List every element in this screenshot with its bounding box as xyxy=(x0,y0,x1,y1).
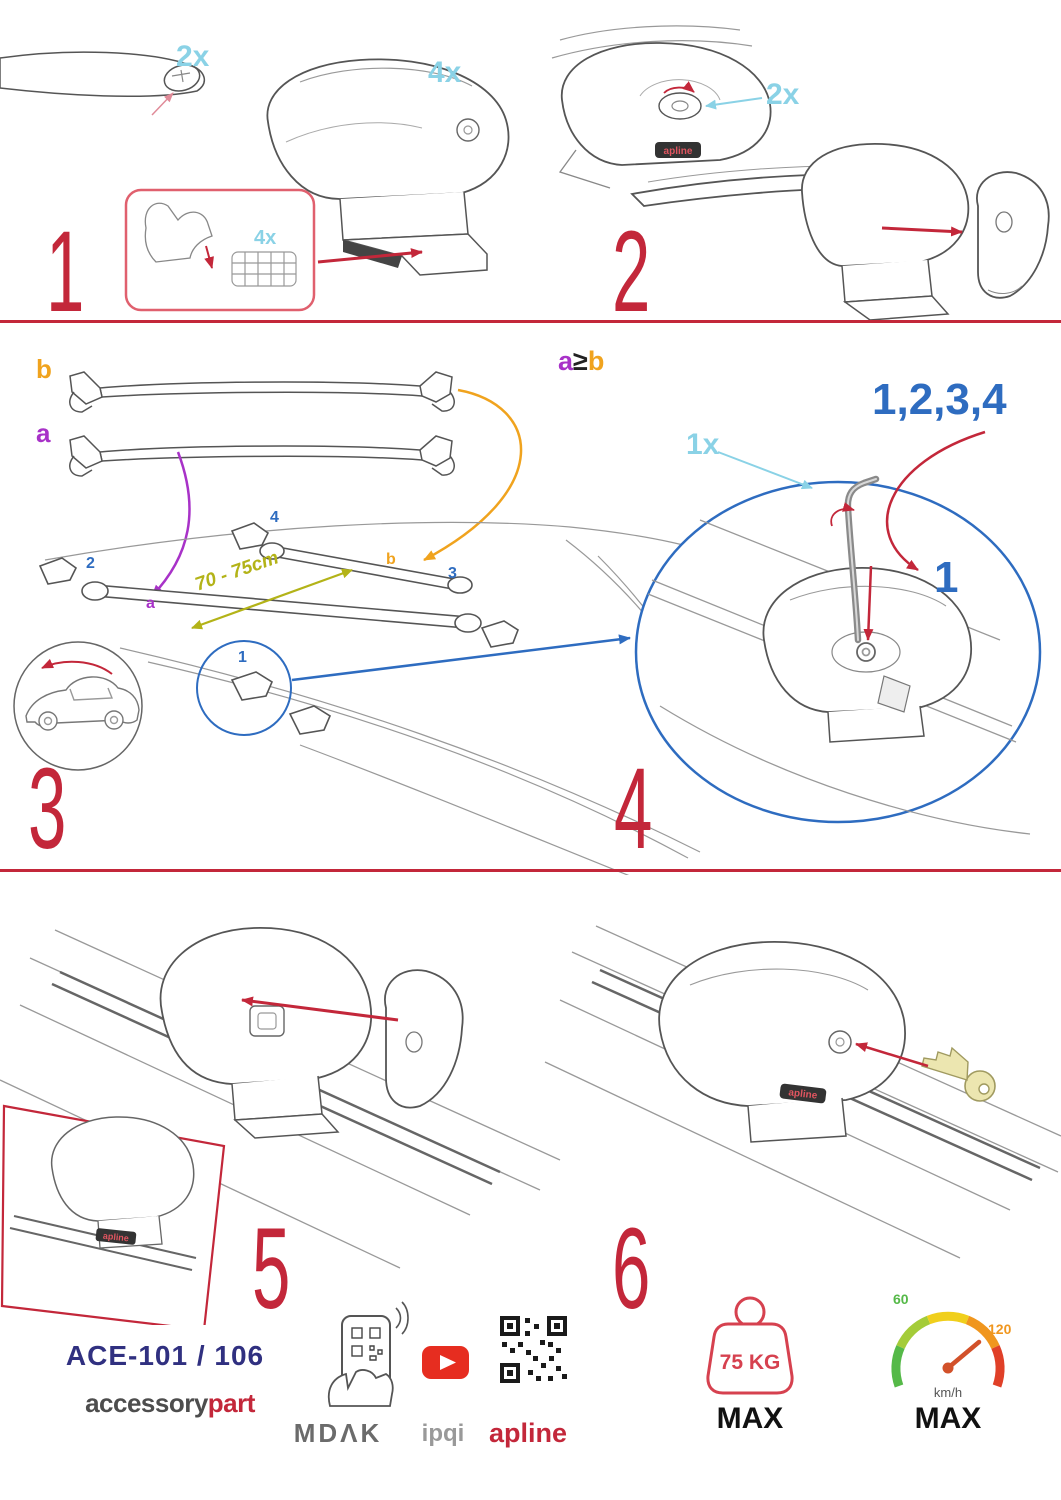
first-foot-number: 1 xyxy=(934,553,959,602)
car-direction-inset xyxy=(13,641,143,771)
tool-qty: 1x xyxy=(686,428,720,461)
key-illustration xyxy=(921,1046,996,1102)
steps-1-2-illustrations: apline xyxy=(0,25,1050,321)
step5-number: 5 xyxy=(252,1205,291,1333)
speed-60-label: 60 xyxy=(893,1291,909,1307)
brand-part: part xyxy=(207,1388,256,1418)
step1-number: 1 xyxy=(46,208,85,336)
max-speed-label: MAX xyxy=(914,1402,982,1435)
step3-to-step4-arrow xyxy=(291,634,631,682)
speed-unit: km/h xyxy=(933,1385,963,1400)
max-weight-icon xyxy=(706,1296,794,1395)
brand-accessory: accessory xyxy=(85,1388,208,1418)
step3-focus-circle xyxy=(196,640,292,736)
step1-bar-qty: 2x xyxy=(176,40,210,73)
distance-arrow xyxy=(191,568,353,630)
rubber-pad-illustration xyxy=(231,251,297,287)
foot3-label: 3 xyxy=(448,565,457,582)
rule-operator: ≥ xyxy=(573,346,588,376)
step4-number: 4 xyxy=(614,745,653,873)
steps-5-6-illustrations: apline apline xyxy=(0,925,1061,1325)
allen-key-illustration xyxy=(844,475,880,644)
max-weight-label: MAX xyxy=(716,1402,784,1435)
roof-bar-b-label: b xyxy=(386,551,396,568)
step1-inset-box xyxy=(124,188,316,312)
step1-foot-illustration xyxy=(266,58,510,276)
phone-qr-icon xyxy=(327,1301,409,1407)
partner-ipqi-logo: ipqi xyxy=(421,1420,465,1447)
step1-bar-pointer-arrow xyxy=(151,92,174,116)
step3-number: 3 xyxy=(28,745,67,873)
step1-pad-qty: 4x xyxy=(254,227,277,249)
pad-place-arrow xyxy=(204,245,214,269)
key-rotate-arrow xyxy=(830,502,855,527)
section-divider-1 xyxy=(0,320,1061,323)
knob-rotate-arrow xyxy=(663,81,695,94)
tighten-order: 1,2,3,4 xyxy=(872,375,1007,424)
step2-assembly-illustration xyxy=(630,143,1050,321)
step3-bar-b-illustration xyxy=(69,371,455,413)
step6-key-arrow xyxy=(855,1042,929,1068)
step2-top-foot-illustration xyxy=(551,25,772,189)
length-rule: a≥b xyxy=(558,348,604,375)
foot2-label: 2 xyxy=(86,555,95,572)
brand-logo: accessorypart xyxy=(55,1390,285,1416)
tighten-arrow xyxy=(863,565,874,641)
foot1-label: 1 xyxy=(238,649,247,666)
step5-slide-arrow xyxy=(241,996,399,1022)
product-model: ACE-101 / 106 xyxy=(65,1340,265,1371)
step1-insert-arrow xyxy=(317,248,423,264)
max-speed-icon xyxy=(891,1311,1005,1388)
roof-bar-a-label: a xyxy=(146,595,155,612)
apline-badge: apline xyxy=(788,1087,818,1101)
qr-code xyxy=(500,1316,567,1383)
partner-mdak-logo: MDΛK xyxy=(293,1418,383,1448)
max-weight-value: 75 KG xyxy=(719,1351,781,1374)
tool-qty-arrow xyxy=(717,451,813,490)
bar-b-position-arrow xyxy=(423,388,523,562)
youtube-icon xyxy=(422,1346,469,1379)
step2-qty-arrow xyxy=(705,97,763,110)
step2-number: 2 xyxy=(612,208,651,336)
speed-120-label: 120 xyxy=(988,1321,1012,1337)
apline-badge: apline xyxy=(664,146,693,157)
step6-illustration xyxy=(544,925,1061,1259)
step1-bar-illustration xyxy=(0,51,206,98)
footer-icons xyxy=(327,1296,1005,1407)
rule-a: a xyxy=(558,346,574,376)
step5-inset: apline xyxy=(0,1104,226,1325)
step3-bar-a-illustration xyxy=(69,435,455,477)
apline-badge: apline xyxy=(102,1231,129,1244)
tighten-order-arrow xyxy=(886,430,986,572)
foot4-label: 4 xyxy=(270,509,279,526)
bar-a-position-arrow xyxy=(151,451,191,597)
bar-a-label: a xyxy=(36,418,51,448)
apline-logo: apline xyxy=(488,1418,568,1448)
car-direction-arrow xyxy=(41,658,113,675)
section-divider-2 xyxy=(0,869,1061,872)
step2-attach-arrow xyxy=(881,226,963,237)
step1-foot-qty: 4x xyxy=(428,56,462,89)
step2-knob-qty: 2x xyxy=(766,78,800,111)
bar-b-label: b xyxy=(36,354,52,384)
steps-3-4-illustrations xyxy=(13,371,1042,875)
step6-number: 6 xyxy=(612,1205,651,1333)
claw-illustration xyxy=(144,202,213,263)
rule-b: b xyxy=(587,346,605,376)
step4-closeup-illustration xyxy=(634,475,1042,835)
